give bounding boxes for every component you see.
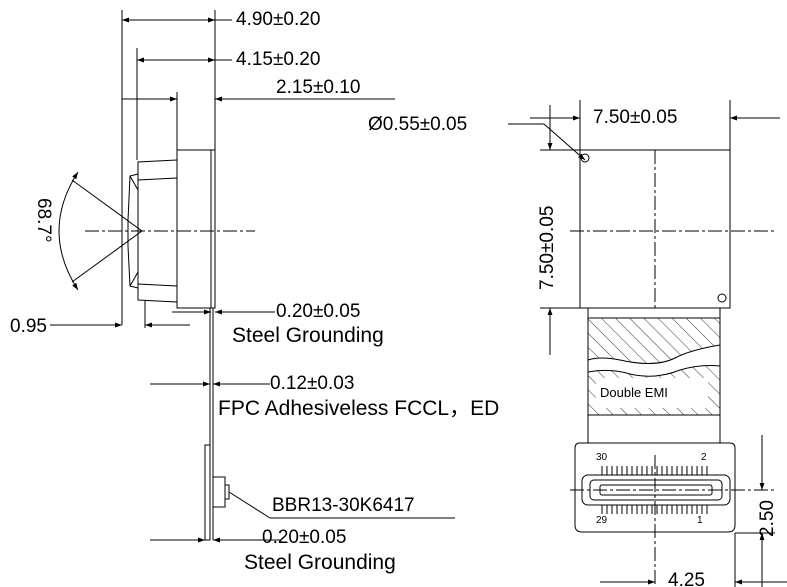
total-thickness-dimension: 4.90±0.20 <box>236 9 321 30</box>
pin-1-label: 1 <box>697 515 703 526</box>
pin-29-label: 29 <box>596 515 608 526</box>
fpc-material-label: FPC Adhesiveless FCCL，ED <box>218 397 500 420</box>
steel-grounding-bottom-label: Steel Grounding <box>244 551 396 574</box>
connector-pins-top <box>601 466 708 475</box>
side-view <box>50 10 455 543</box>
field-angle-dimension: 68.7° <box>33 198 54 243</box>
pin-2-label: 2 <box>701 452 707 463</box>
lens-height-dimension: 2.15±0.10 <box>276 77 361 98</box>
mounting-hole-dimension: Ø0.55±0.05 <box>368 114 468 135</box>
pin-30-label: 30 <box>596 452 608 463</box>
module-width-dimension: 7.50±0.05 <box>593 107 678 128</box>
connector-offset-dimension: 4.25 <box>668 570 705 587</box>
module-height-dimension: 7.50±0.05 <box>537 205 558 290</box>
connector-height-dimension: 2.50 <box>757 500 778 537</box>
steel-top-thickness: 0.20±0.05 <box>276 301 361 322</box>
connector-pins-bottom <box>601 505 708 514</box>
double-emi-label: Double EMI <box>600 385 668 400</box>
fpc-thickness-dimension: 0.12±0.03 <box>270 373 355 394</box>
front-view <box>508 100 787 587</box>
body-thickness-dimension: 4.15±0.20 <box>236 49 321 70</box>
connector-part-number: BBR13-30K6417 <box>272 495 415 516</box>
lens-offset-dimension: 0.95 <box>10 316 47 337</box>
steel-bottom-thickness: 0.20±0.05 <box>262 527 347 548</box>
steel-grounding-top-label: Steel Grounding <box>232 324 384 347</box>
